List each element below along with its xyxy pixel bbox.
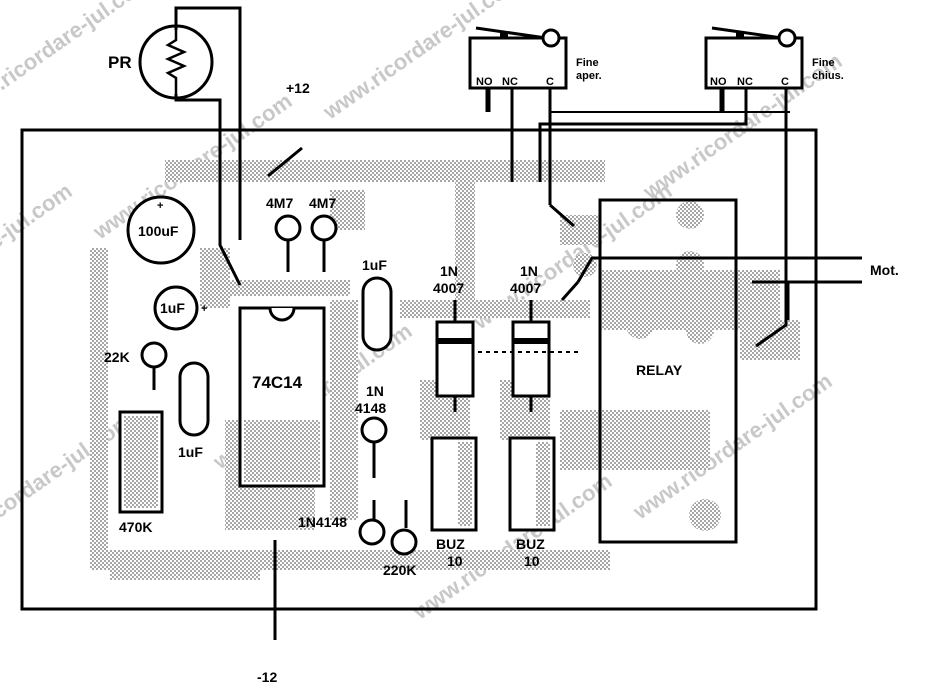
sw-open-nc: NC bbox=[502, 76, 518, 88]
diode-1N4007-b: 1N 4007 bbox=[510, 263, 551, 412]
limit-switch-close: NO NC C Fine chius. bbox=[538, 26, 844, 348]
resistor-22K: 22K bbox=[104, 341, 168, 390]
resistor-220K-label: 220K bbox=[383, 562, 416, 578]
sw-open-title1: Fine bbox=[576, 57, 599, 69]
limit-switch-open: NO NC C Fine aper. bbox=[468, 26, 602, 228]
mosfet-BUZ10-a: BUZ 10 bbox=[430, 436, 478, 569]
plus12-label: +12 bbox=[286, 80, 310, 96]
relay-label: RELAY bbox=[636, 362, 683, 378]
resistor-4M7-a-label: 4M7 bbox=[266, 195, 293, 211]
capacitor-1uF-middle-label: 1uF bbox=[362, 257, 387, 273]
motor-label: Mot. bbox=[870, 262, 899, 278]
diode-1N-b-label: 1N bbox=[520, 263, 538, 279]
minus12-label: -12 bbox=[257, 669, 277, 685]
diode-1N-c-label: 1N bbox=[366, 383, 384, 399]
capacitor-1uF-pol-plus: + bbox=[201, 303, 207, 315]
capacitor-1uF-left-label: 1uF bbox=[178, 444, 203, 460]
capacitor-1uF-left: 1uF bbox=[178, 361, 210, 460]
diode-1N4148-label: 1N4148 bbox=[298, 514, 347, 530]
capacitor-1uF-middle: 1uF bbox=[361, 257, 393, 352]
photoresistor-label: PR bbox=[108, 53, 132, 72]
resistor-22K-label: 22K bbox=[104, 349, 130, 365]
watermark-text: www.ricordare-jul.com bbox=[0, 0, 156, 125]
capacitor-100uF: + 100uF bbox=[126, 195, 196, 265]
ic-74C14: 74C14 bbox=[238, 306, 326, 488]
ic-74C14-label: 74C14 bbox=[252, 373, 303, 392]
resistor-4M7-b: 4M7 bbox=[309, 195, 338, 272]
sw-close-no: NO bbox=[710, 76, 727, 88]
sw-close-title1: Fine bbox=[812, 57, 835, 69]
diode-1N4007-a: 1N 4007 bbox=[433, 263, 475, 412]
capacitor-100uF-plus: + bbox=[157, 200, 163, 212]
sw-open-title2: aper. bbox=[576, 70, 602, 82]
watermark-text: www.ricordare-jul.com bbox=[0, 408, 136, 565]
mosfet-a-name-label: BUZ bbox=[436, 536, 465, 552]
diode-4007-a-label: 4007 bbox=[433, 280, 464, 296]
mosfet-a-num-label: 10 bbox=[447, 553, 463, 569]
sw-close-title2: chius. bbox=[812, 70, 844, 82]
watermark-text: www.ricordare-jul.com bbox=[0, 178, 76, 335]
capacitor-1uF-polarized: 1uF + bbox=[153, 285, 207, 331]
resistor-470K: 470K bbox=[118, 410, 164, 535]
resistor-4M7-b-label: 4M7 bbox=[309, 195, 336, 211]
photoresistor bbox=[138, 6, 242, 286]
pcb-board-outline bbox=[20, 128, 818, 611]
diode-1N-a-label: 1N bbox=[440, 263, 458, 279]
diode-4007-b-label: 4007 bbox=[510, 280, 541, 296]
sw-open-no: NO bbox=[476, 76, 493, 88]
sw-close-c: C bbox=[781, 76, 789, 88]
sw-open-c: C bbox=[546, 76, 554, 88]
mosfet-BUZ10-b: BUZ 10 bbox=[508, 436, 556, 569]
mosfet-b-name-label: BUZ bbox=[516, 536, 545, 552]
relay: RELAY bbox=[598, 198, 738, 544]
sw-close-nc: NC bbox=[737, 76, 753, 88]
diode-1N4148-upper: 1N 4148 bbox=[355, 383, 388, 478]
mosfet-b-num-label: 10 bbox=[524, 553, 540, 569]
resistor-220K: 220K bbox=[383, 500, 418, 578]
capacitor-100uF-label: 100uF bbox=[138, 223, 179, 239]
diode-1N4148-lower: 1N4148 bbox=[298, 500, 386, 546]
resistor-470K-label: 470K bbox=[119, 519, 152, 535]
diode-4148-c-label: 4148 bbox=[355, 400, 386, 416]
resistor-4M7-a: 4M7 bbox=[266, 195, 302, 272]
capacitor-1uF-pol-label: 1uF bbox=[160, 300, 185, 316]
